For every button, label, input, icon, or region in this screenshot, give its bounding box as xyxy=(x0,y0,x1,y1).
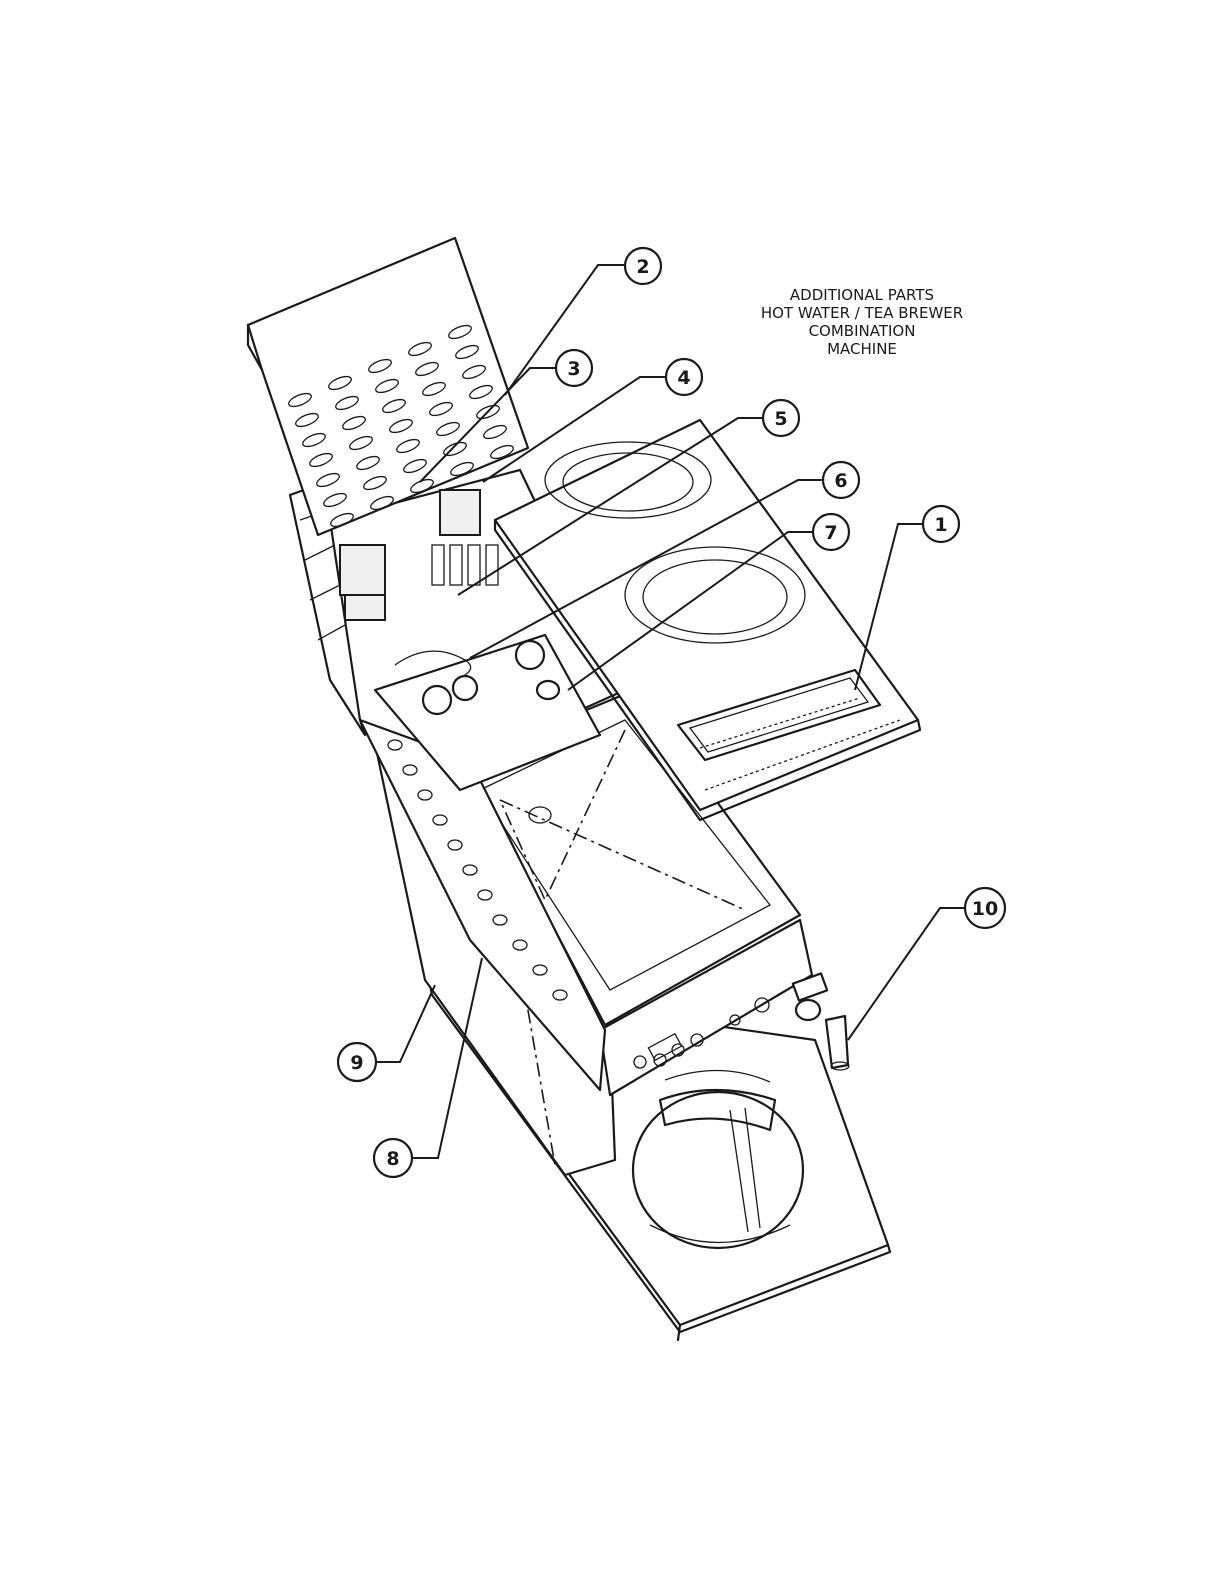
callout-9: 9 xyxy=(338,1043,376,1081)
callout-4-label: 4 xyxy=(677,367,690,389)
callout-5-label: 5 xyxy=(774,408,787,430)
note-line-1: ADDITIONAL PARTS xyxy=(790,286,934,304)
callout-3: 3 xyxy=(556,350,592,386)
callout-7: 7 xyxy=(813,514,849,550)
callout-2: 2 xyxy=(625,248,661,284)
callout-4: 4 xyxy=(666,359,702,395)
note-line-2: HOT WATER / TEA BREWER xyxy=(761,304,963,322)
callout-8: 8 xyxy=(374,1139,412,1177)
callout-6-label: 6 xyxy=(834,470,847,492)
callout-8-label: 8 xyxy=(386,1148,399,1170)
callout-1: 1 xyxy=(923,506,959,542)
callout-10-label: 10 xyxy=(972,898,998,920)
callout-2-label: 2 xyxy=(636,256,649,278)
callout-7-label: 7 xyxy=(824,522,837,544)
callout-1-label: 1 xyxy=(934,514,947,536)
callout-3-label: 3 xyxy=(567,358,580,380)
callout-6: 6 xyxy=(823,462,859,498)
callout-5: 5 xyxy=(763,400,799,436)
callout-10: 10 xyxy=(965,888,1005,928)
additional-parts-note: ADDITIONAL PARTS HOT WATER / TEA BREWER … xyxy=(761,286,963,358)
note-line-3: COMBINATION xyxy=(809,322,916,340)
note-line-4: MACHINE xyxy=(827,340,897,358)
callout-9-label: 9 xyxy=(350,1052,363,1074)
